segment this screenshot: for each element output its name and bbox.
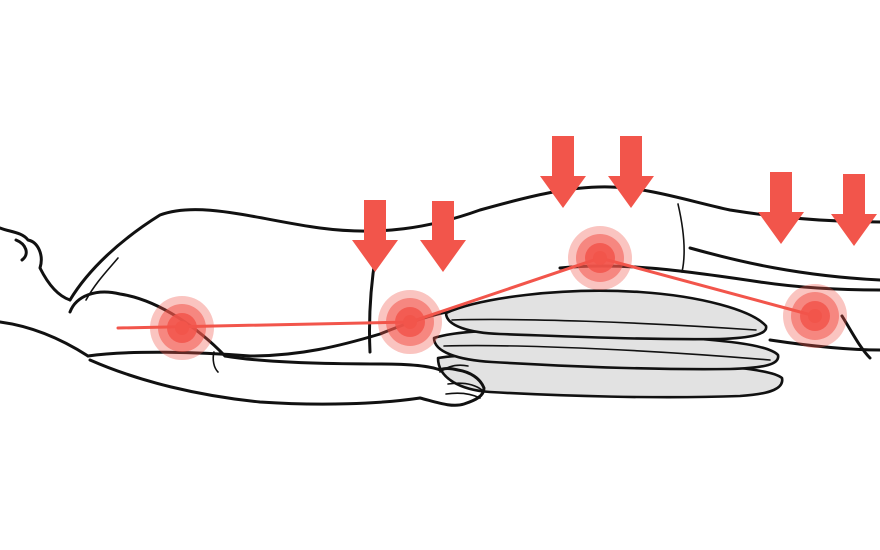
knee-lower xyxy=(840,314,872,360)
shoulder-crease xyxy=(85,257,119,301)
finger xyxy=(447,382,483,391)
pressure-point-knee xyxy=(783,284,847,348)
down-arrow-icon xyxy=(831,174,877,246)
elbow-crease xyxy=(212,351,219,373)
calf-underside xyxy=(768,338,880,352)
hand xyxy=(418,367,486,407)
back-contour xyxy=(68,185,880,302)
down-arrow-icon xyxy=(540,136,586,208)
pressure-ring xyxy=(808,309,822,323)
down-arrow-icon xyxy=(420,201,466,272)
alignment-layer xyxy=(116,256,817,330)
pillow-seam xyxy=(443,344,771,361)
finger xyxy=(445,392,481,399)
pillow-seam xyxy=(451,318,757,331)
pressure-ring xyxy=(175,321,189,335)
down-arrow-icon xyxy=(758,172,804,244)
down-arrow-icon xyxy=(608,136,654,208)
neck-underside xyxy=(0,320,90,358)
pillow-top xyxy=(444,289,768,341)
ear xyxy=(14,238,28,262)
pressure-markers xyxy=(150,226,847,360)
leg-contour xyxy=(688,246,880,282)
pressure-point-hip xyxy=(378,290,442,354)
forearm xyxy=(88,358,422,406)
down-arrow-icon xyxy=(352,200,398,272)
head xyxy=(0,226,72,302)
pressure-arrows xyxy=(352,136,877,272)
spine-alignment-line xyxy=(116,256,817,330)
thumb xyxy=(439,364,469,373)
knee-crease xyxy=(677,203,685,273)
pressure-point-mid-back xyxy=(568,226,632,290)
pillow-stack xyxy=(432,289,784,399)
forearm-top xyxy=(223,354,442,372)
pressure-point-shoulder xyxy=(150,296,214,360)
pressure-ring xyxy=(403,315,417,329)
pressure-ring xyxy=(593,251,607,265)
